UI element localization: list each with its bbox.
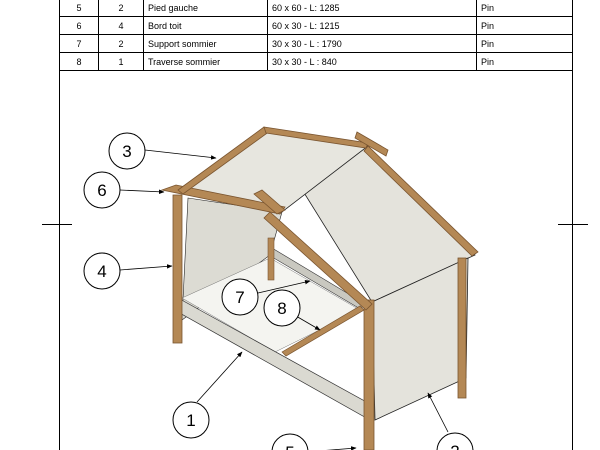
callout-2: 2 [436, 432, 474, 450]
svg-text:6: 6 [97, 181, 106, 200]
callout-5: 5 [271, 433, 309, 450]
roof-edge-back-slope [363, 145, 479, 257]
svg-text:2: 2 [450, 442, 459, 450]
callout-8: 8 [263, 289, 301, 327]
callout-2-leader [427, 392, 449, 433]
callout-1-leader [196, 351, 243, 403]
roof-edge-front-left [160, 184, 286, 215]
svg-text:1: 1 [186, 411, 195, 430]
back-left-post [267, 237, 275, 281]
roof-edge-back-right [354, 131, 389, 157]
roof-edge-front-slope [253, 189, 286, 215]
front-right-post [363, 299, 375, 450]
svg-text:4: 4 [97, 262, 106, 281]
table-row: 6 4 Bord toit 60 x 30 - L: 1215 Pin [59, 16, 573, 35]
callout-6-leader [119, 189, 165, 195]
svg-text:7: 7 [235, 288, 244, 307]
left-center-mark [42, 224, 72, 225]
svg-text:5: 5 [285, 443, 294, 450]
callout-1: 1 [172, 401, 210, 439]
svg-text:8: 8 [277, 299, 286, 318]
callout-8-leader [295, 315, 321, 331]
right-center-mark [558, 224, 588, 225]
svg-text:3: 3 [122, 142, 131, 161]
back-right-post [457, 257, 467, 399]
callout-6: 6 [83, 171, 121, 209]
bill-of-materials-table: 5 2 Pied gauche 60 x 60 - L: 1285 Pin 6 … [59, 0, 573, 71]
front-gable-beam [263, 211, 373, 311]
part-number: 8 [59, 52, 99, 71]
callout-5-leader [325, 446, 357, 450]
callout-4-leader [119, 264, 173, 271]
callout-7-leader [257, 279, 311, 294]
front-left-post [172, 194, 183, 344]
part-material: Pin [476, 52, 573, 71]
callout-4: 4 [83, 252, 121, 290]
table-row: 7 2 Support sommier 30 x 30 - L : 1790 P… [59, 34, 573, 53]
callout-3: 3 [108, 132, 146, 170]
callout-3-leader [144, 149, 217, 160]
part-dimensions: 30 x 30 - L : 840 [267, 52, 477, 71]
callout-7: 7 [221, 278, 259, 316]
drawing-frame [59, 68, 573, 450]
table-row: 8 1 Traverse sommier 30 x 30 - L : 840 P… [59, 52, 573, 71]
